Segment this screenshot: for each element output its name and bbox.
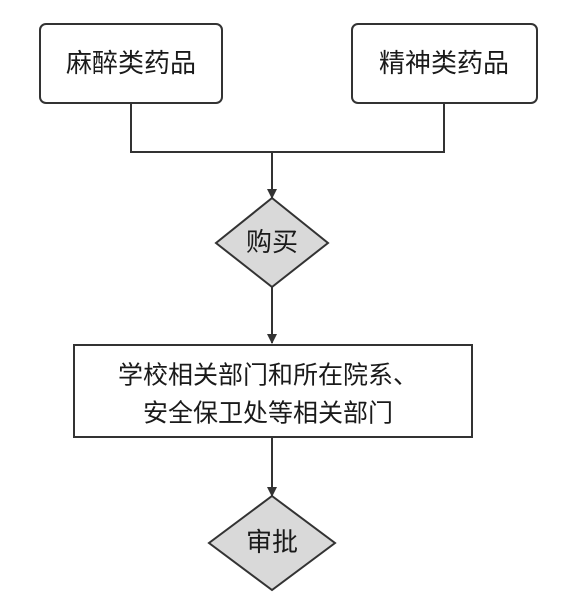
node-approve-label: 审批 (246, 528, 298, 558)
node-narcotic-label: 麻醉类药品 (66, 49, 196, 79)
node-approve-diamond (207, 494, 337, 592)
node-departments-box (73, 344, 473, 438)
node-narcotic-drugs: 麻醉类药品 (39, 23, 223, 104)
node-departments-line-2: 安全保卫处等相关部门 (143, 399, 393, 428)
node-psychotropic-drugs: 精神类药品 (351, 23, 538, 104)
node-purchase-label: 购买 (246, 228, 298, 258)
node-purchase: 购买 (214, 196, 330, 289)
node-approve: 审批 (207, 494, 337, 592)
node-purchase-diamond (214, 196, 330, 289)
node-psychotropic-box (351, 23, 538, 104)
node-departments-line-1: 学校相关部门和所在院系、 (118, 361, 418, 390)
node-narcotic-box (39, 23, 223, 104)
node-departments: 学校相关部门和所在院系、 安全保卫处等相关部门 (73, 344, 473, 438)
connectors (130, 103, 445, 497)
node-psychotropic-label: 精神类药品 (379, 49, 509, 79)
